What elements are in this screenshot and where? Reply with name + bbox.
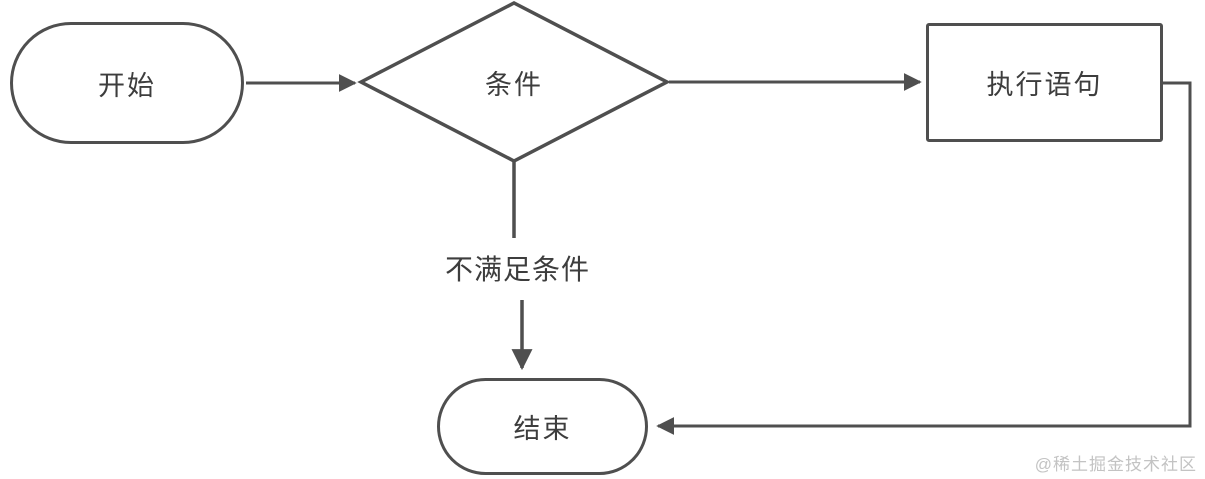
node-start: 开始 — [10, 22, 244, 144]
node-end: 结束 — [437, 378, 648, 475]
watermark-text: @稀土掘金技术社区 — [1034, 455, 1197, 474]
node-condition: 条件 — [414, 62, 614, 102]
edge-label-condition-not-met: 不满足条件 — [444, 254, 590, 285]
node-process-label: 执行语句 — [986, 70, 1103, 100]
node-process: 执行语句 — [926, 23, 1163, 142]
node-end-label: 结束 — [513, 414, 572, 444]
node-condition-label: 条件 — [485, 69, 543, 100]
condition-diamond-shape — [357, 1, 671, 163]
edge-process-to-end — [656, 81, 1192, 435]
node-start-label: 开始 — [98, 70, 156, 101]
